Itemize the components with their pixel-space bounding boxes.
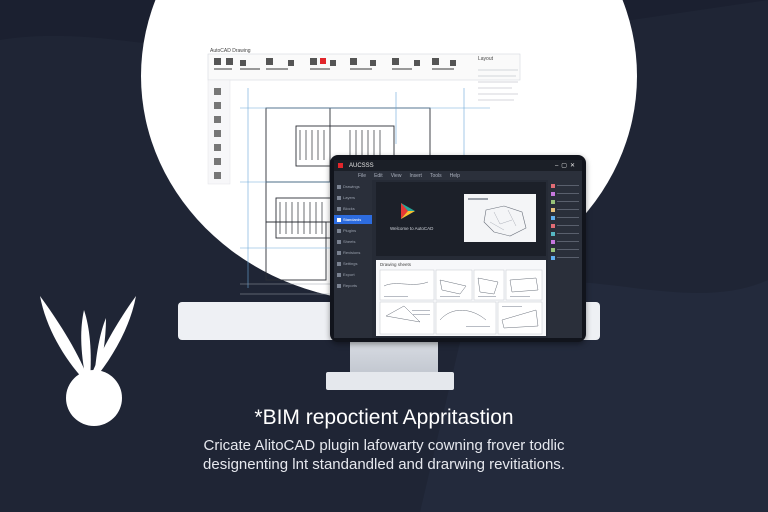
layer-color-swatch [551,231,555,236]
menu-edit[interactable]: Edit [374,172,383,179]
cad-drawing: AutoCAD Drawing Layout [207,48,521,295]
drawing-sheets-panel: Drawing sheets [376,260,546,336]
map-preview[interactable] [464,194,536,242]
sidebar-item-label: Layers [343,195,356,200]
layer-row[interactable] [551,239,579,244]
sidebar-item-label: Blocks [343,206,355,211]
layer-color-swatch [551,247,555,252]
subtitle-line-1: Cricate AlitoCAD plugin lafowarty cownin… [203,437,565,454]
headline-subtitle: Cricate AlitoCAD plugin lafowarty cownin… [0,436,768,474]
layer-color-swatch [551,207,555,212]
menu-insert[interactable]: Insert [409,172,422,179]
sidebar-item-icon [337,195,341,200]
layer-color-swatch [551,255,555,260]
sidebar-item-label: Plugins [343,228,357,233]
sidebar-item[interactable]: Export [337,270,369,279]
layer-name-line [557,209,579,210]
sidebar: Drawings Layers Blocks Standards Plugins… [334,180,372,338]
sidebar-item[interactable]: Reports [337,281,369,290]
sidebar-item-active[interactable]: Standards [334,215,372,224]
layer-name-line [557,233,579,234]
sidebar-item-icon [337,217,341,222]
window-title: AUCSSS [349,162,374,169]
menu-file[interactable]: File [358,172,367,179]
layer-row[interactable] [551,183,579,188]
monitor-base [326,372,454,390]
layer-color-swatch [551,239,555,244]
sidebar-item[interactable]: Blocks [337,204,369,213]
sidebar-item[interactable]: Drawings [337,182,369,191]
title-bar: AUCSSS –▢✕ [334,160,582,171]
app-window: AUCSSS –▢✕ File Edit View Insert Tools H… [334,160,582,338]
layer-row[interactable] [551,223,579,228]
sidebar-item-icon [337,272,341,277]
layer-name-line [557,193,579,194]
viewport-caption: Welcome to AutoCAD [390,226,434,231]
layer-row[interactable] [551,191,579,196]
sidebar-item-label: Export [343,272,355,277]
app-logo-icon [338,163,343,168]
sheet-thumbnails[interactable] [376,260,546,336]
layer-name-line [557,257,579,258]
layer-row[interactable] [551,215,579,220]
layer-row[interactable] [551,199,579,204]
subtitle-line-2: designenting lnt standandled and drarwin… [203,456,565,473]
sidebar-item-icon [337,206,341,211]
sheets-title: Drawing sheets [380,262,412,267]
sidebar-item[interactable]: Plugins [337,226,369,235]
sidebar-item-label: Revisions [343,250,361,255]
welcome-viewport: Welcome to AutoCAD [376,182,546,256]
layer-row[interactable] [551,207,579,212]
layer-row[interactable] [551,255,579,260]
sidebar-item-icon [337,228,341,233]
plant-icon [40,296,136,426]
layer-name-line [557,185,579,186]
headline-title: *BIM repoctient Appritastion [254,406,514,429]
sidebar-item-icon [337,261,341,266]
layer-name-line [557,225,579,226]
monitor: AUCSSS –▢✕ File Edit View Insert Tools H… [330,155,586,342]
sidebar-item-icon [337,250,341,255]
layer-color-swatch [551,223,555,228]
sidebar-item-label: Settings [343,261,358,266]
sidebar-item-label: Sheets [343,239,356,244]
sidebar-item-icon [337,283,341,288]
layer-row[interactable] [551,231,579,236]
sidebar-item-icon [337,239,341,244]
sidebar-item-label: Standards [343,217,362,222]
monitor-stand [350,342,438,376]
cad-header-right: Layout [478,56,494,62]
layer-name-line [557,249,579,250]
layer-color-swatch [551,191,555,196]
menu-bar: File Edit View Insert Tools Help [334,171,582,180]
sidebar-item[interactable]: Layers [337,193,369,202]
layer-name-line [557,241,579,242]
play-logo-icon [401,203,415,219]
layer-color-swatch [551,199,555,204]
sidebar-item[interactable]: Settings [337,259,369,268]
menu-tools[interactable]: Tools [429,172,442,179]
layers-panel [548,180,582,338]
layer-color-swatch [551,215,555,220]
menu-view[interactable]: View [390,172,402,179]
layer-name-line [557,217,579,218]
sidebar-item-label: Reports [343,283,358,288]
sidebar-item-icon [337,184,341,189]
sidebar-item[interactable]: Sheets [337,237,369,246]
layer-row[interactable] [551,247,579,252]
menu-help[interactable]: Help [449,172,460,179]
cad-header-label: AutoCAD Drawing [210,48,251,54]
window-controls[interactable]: –▢✕ [554,163,578,169]
cad-tool-red-icon [320,58,326,64]
sidebar-item[interactable]: Revisions [337,248,369,257]
sidebar-item-label: Drawings [343,184,360,189]
layer-color-swatch [551,183,555,188]
layer-name-line [557,201,579,202]
